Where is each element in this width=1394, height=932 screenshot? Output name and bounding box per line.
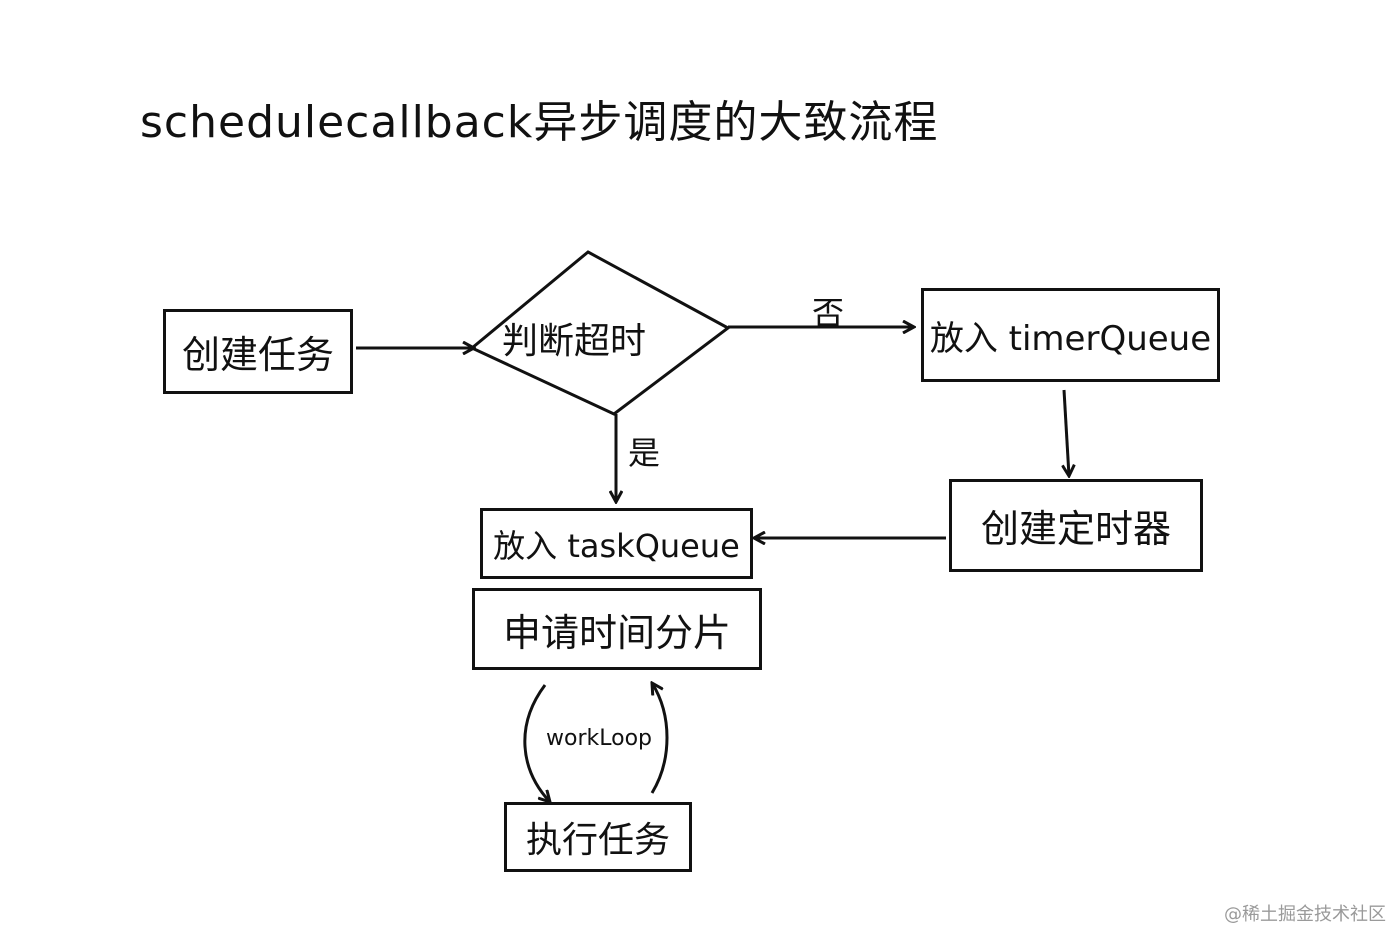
node-timer-queue: 放入 timerQueue: [921, 288, 1220, 382]
node-check-timeout: 判断超时: [502, 321, 647, 362]
node-execute-task: 执行任务: [504, 802, 692, 872]
arrow-loop-down: [523, 684, 550, 802]
watermark: @稀土掘金技术社区: [1224, 904, 1386, 925]
edge-label-yes: 是: [628, 434, 661, 472]
decision-diamond: [469, 250, 731, 416]
arrow-timerqueue-to-timer: [1064, 389, 1069, 476]
node-request-slice: 申请时间分片: [472, 588, 762, 670]
edge-label-no: 否: [812, 294, 845, 332]
node-create-task: 创建任务: [163, 309, 353, 394]
node-create-timer: 创建定时器: [949, 479, 1203, 572]
edge-label-workloop: workLoop: [546, 726, 652, 751]
diagram-title: schedulecallback异步调度的大致流程: [140, 97, 939, 148]
arrow-loop-up: [652, 683, 669, 794]
node-task-queue: 放入 taskQueue: [480, 508, 753, 579]
